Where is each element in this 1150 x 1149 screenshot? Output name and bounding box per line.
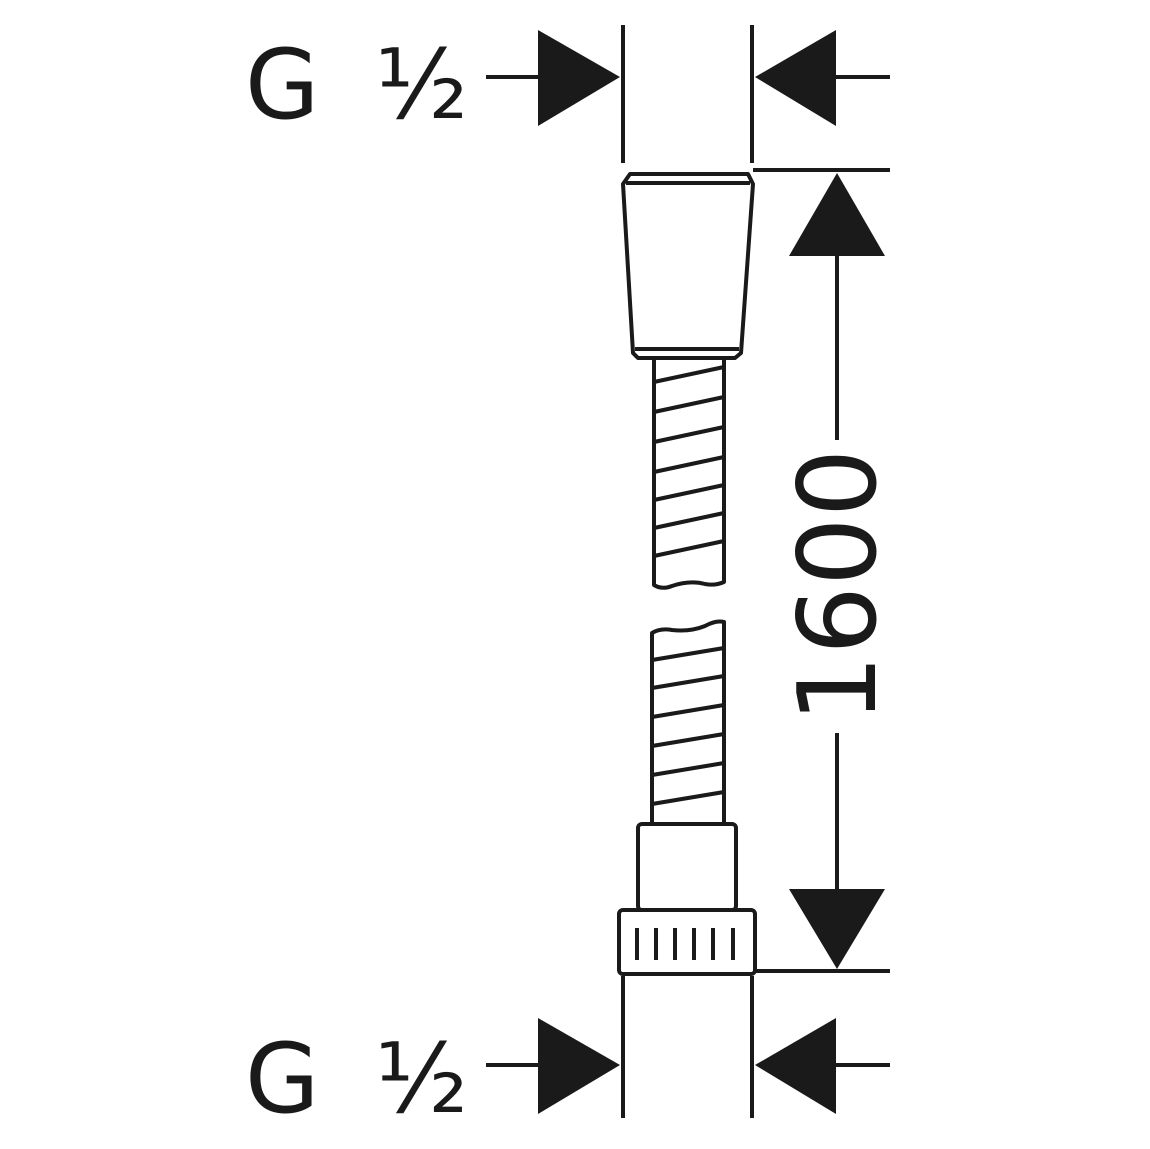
bottom-thread-letter: G bbox=[245, 1023, 319, 1135]
length-arrow-down-icon bbox=[789, 889, 885, 969]
upper-hose-segment bbox=[652, 360, 726, 590]
bottom-arrow-left-icon bbox=[755, 1018, 836, 1114]
upper-hose-outline bbox=[652, 360, 726, 590]
lower-hose-outline bbox=[650, 619, 726, 823]
top-arrow-right-icon bbox=[538, 30, 620, 126]
top-arrow-left-icon bbox=[755, 30, 836, 126]
bottom-arrow-right-icon bbox=[538, 1018, 620, 1114]
length-dimension: 1600 bbox=[753, 168, 901, 973]
top-thread-fraction: ½ bbox=[375, 29, 468, 141]
length-value: 1600 bbox=[776, 449, 901, 724]
bottom-sleeve bbox=[636, 822, 738, 912]
knurl-marks bbox=[635, 928, 735, 960]
lower-hose-segment bbox=[650, 619, 726, 823]
bottom-thread-fraction: ½ bbox=[375, 1023, 468, 1135]
bottom-thread-dimension: G ½ bbox=[245, 976, 890, 1135]
bottom-knurled-nut bbox=[617, 908, 757, 976]
hose-body bbox=[617, 172, 757, 976]
top-thread-letter: G bbox=[245, 29, 319, 141]
top-thread-dimension: G ½ bbox=[245, 25, 890, 163]
top-cone-nut bbox=[621, 172, 755, 360]
length-arrow-up-icon bbox=[789, 173, 885, 256]
